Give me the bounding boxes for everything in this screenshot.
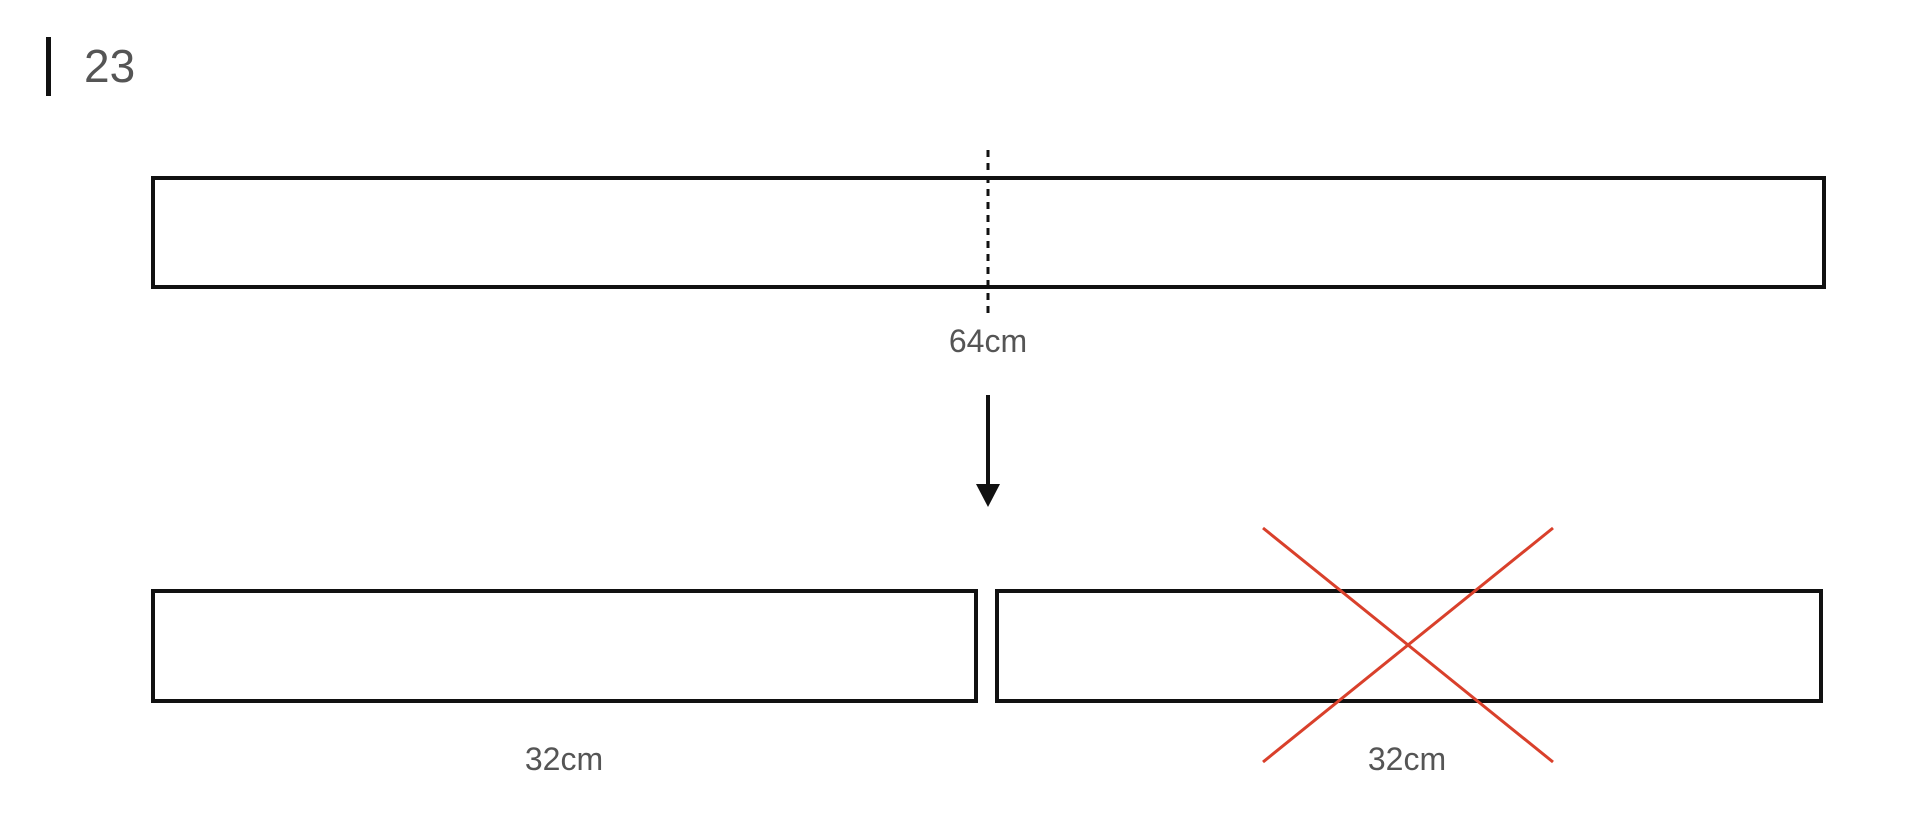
right-piece-label: 32cm: [1368, 741, 1446, 777]
left-piece: [151, 589, 978, 703]
right-piece: [995, 589, 1823, 703]
down-arrow-icon: [976, 484, 1000, 507]
page-number: 23: [84, 40, 136, 92]
cross-out-line-2: [1262, 526, 1554, 764]
left-piece-label: 32cm: [525, 741, 603, 777]
header-accent-bar: [46, 37, 51, 96]
original-length-label: 64cm: [949, 323, 1027, 359]
